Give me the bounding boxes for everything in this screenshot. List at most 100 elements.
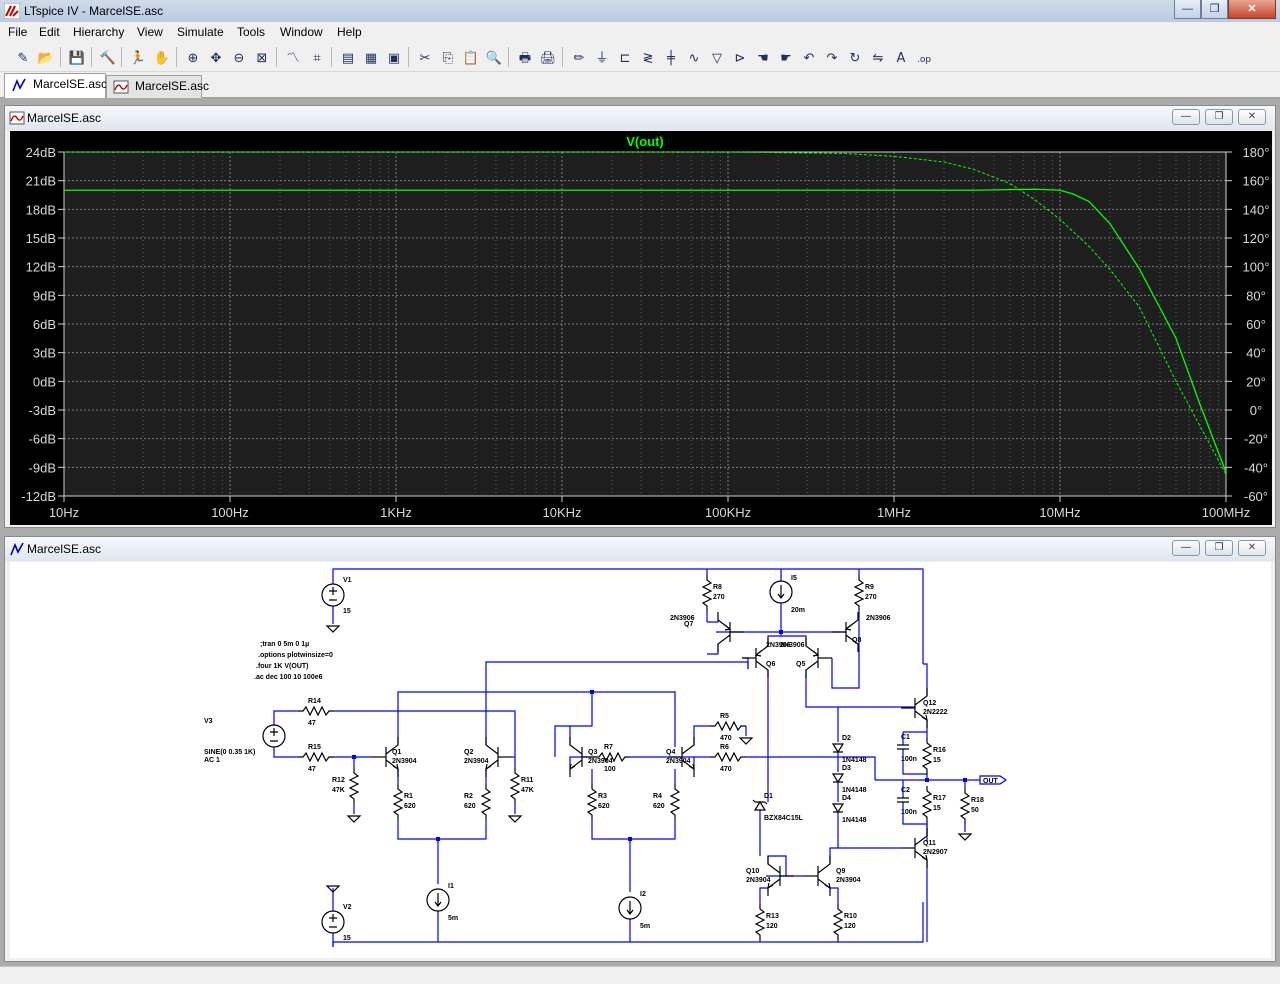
inductor-icon[interactable]: ∿	[684, 47, 704, 67]
spice-directive-icon[interactable]: .op	[914, 47, 934, 67]
diode-d3	[831, 773, 845, 784]
zoom-out-icon[interactable]: ⊖	[229, 47, 249, 67]
rotate-icon[interactable]: ↻	[845, 47, 865, 67]
resistor-r17	[921, 786, 933, 822]
resistor-ref: R2	[464, 793, 473, 800]
redo-icon[interactable]: ↷	[822, 47, 842, 67]
schematic-restore-button[interactable]: ❐	[1205, 540, 1233, 556]
tile-horizontal-icon[interactable]: ▤	[338, 47, 358, 67]
tab-waveform[interactable]: MarcelSE.asc	[106, 75, 209, 98]
source-ref: V2	[343, 904, 352, 911]
halt-icon[interactable]: ✋	[152, 47, 172, 67]
menu-bar: File Edit Hierarchy View Simulate Tools …	[0, 22, 1280, 42]
print-icon[interactable]: 🖨	[538, 47, 558, 67]
tab-schematic[interactable]: MarcelSE.asc	[4, 73, 107, 98]
schematic-minimize-button[interactable]: —	[1172, 540, 1200, 556]
resistor-value: 270	[713, 594, 725, 601]
svg-text:📋: 📋	[463, 50, 479, 66]
undo-icon[interactable]: ↶	[799, 47, 819, 67]
menu-view[interactable]: View	[137, 25, 163, 39]
arrow	[777, 585, 785, 599]
diode-ref: D2	[842, 735, 851, 742]
menu-window[interactable]: Window	[280, 25, 323, 39]
capacitor-icon[interactable]: ╪	[661, 47, 681, 67]
source-value: 15	[343, 935, 351, 942]
y-left-tick-label: 9dB	[33, 288, 56, 303]
run-icon[interactable]: 🏃	[128, 47, 148, 67]
diode-model: BZX84C15L	[764, 815, 804, 822]
menu-hierarchy[interactable]: Hierarchy	[73, 25, 125, 39]
resistor-value: 620	[653, 803, 665, 810]
plot-restore-button[interactable]: ❐	[1205, 109, 1233, 125]
drag-icon[interactable]: ☛	[776, 47, 796, 67]
paste-icon[interactable]: 📋	[461, 47, 481, 67]
schematic-close-button[interactable]: ✕	[1238, 540, 1266, 556]
resistor-icon[interactable]: ≷	[638, 47, 658, 67]
plot-minimize-button[interactable]: —	[1172, 109, 1200, 125]
menu-edit[interactable]: Edit	[39, 25, 60, 39]
y-right-tick-label: 60°	[1246, 317, 1266, 332]
ground-icon[interactable]: ⏚	[592, 47, 612, 67]
svg-text:✂: ✂	[420, 51, 431, 66]
text-icon[interactable]: A	[891, 47, 911, 67]
minimize-button[interactable]: —	[1174, 0, 1201, 19]
resistor-value: 620	[464, 803, 476, 810]
resistor-r6	[710, 751, 746, 763]
wire	[902, 749, 927, 775]
resistor-ref: R6	[720, 744, 729, 751]
resistor-r12	[348, 768, 360, 804]
pan-icon[interactable]: ✥	[206, 47, 226, 67]
y-left-tick-label: 18dB	[26, 202, 56, 217]
menu-help[interactable]: Help	[337, 25, 362, 39]
resistor-value: 47K	[521, 787, 534, 794]
diode-ref: D3	[842, 765, 851, 772]
component-icon[interactable]: ⊳	[730, 47, 750, 67]
svg-text:▦: ▦	[365, 51, 377, 66]
zoom-fit-icon[interactable]: ⊠	[252, 47, 272, 67]
resistor-ref: R9	[865, 584, 874, 591]
resistor-ref: R1	[404, 793, 413, 800]
restore-button[interactable]: ❐	[1201, 0, 1228, 19]
cursor-icon[interactable]: ⌗	[307, 47, 327, 67]
spice-directive: .ac dec 100 10 100e6	[254, 674, 323, 681]
autorange-icon[interactable]: 〽	[283, 47, 303, 67]
find-icon[interactable]: 🔍	[484, 47, 504, 67]
resistor-r18	[959, 788, 971, 824]
y-right-tick-label: 80°	[1246, 288, 1266, 303]
copy-icon[interactable]: ⎘	[438, 47, 458, 67]
cut-icon[interactable]: ✂	[415, 47, 435, 67]
tab-label: MarcelSE.asc	[135, 79, 210, 93]
cascade-icon[interactable]: ▦	[361, 47, 381, 67]
close-button[interactable]: ✕	[1228, 0, 1276, 19]
menu-simulate[interactable]: Simulate	[177, 25, 224, 39]
wire	[273, 747, 298, 758]
wire	[838, 756, 876, 780]
print-setup-icon[interactable]: 🖶	[515, 47, 535, 67]
bode-plot[interactable]: 24dB21dB18dB15dB12dB9dB6dB3dB0dB-3dB-6dB…	[10, 131, 1272, 525]
wire-icon[interactable]: ✏	[569, 47, 589, 67]
out-net-label: OUT	[983, 778, 999, 785]
menu-tools[interactable]: Tools	[237, 25, 266, 39]
menu-file[interactable]: File	[8, 25, 28, 39]
svg-text:↻: ↻	[850, 51, 861, 66]
transistor-ref: Q7	[684, 621, 693, 628]
zoom-in-icon[interactable]: ⊕	[183, 47, 203, 67]
source-ref: V1	[343, 577, 352, 584]
new-schematic-icon[interactable]: ✎	[13, 47, 33, 67]
arrow	[434, 893, 442, 907]
transistor-ref: Q4	[666, 749, 675, 756]
svg-text:⇋: ⇋	[873, 51, 884, 66]
diode-icon[interactable]: ▽	[707, 47, 727, 67]
plot-close-button[interactable]: ✕	[1238, 109, 1266, 125]
mirror-icon[interactable]: ⇋	[868, 47, 888, 67]
control-panel-icon[interactable]: 🔨	[98, 47, 118, 67]
close-window-icon[interactable]: ▣	[384, 47, 404, 67]
spice-directive: ;tran 0 5m 0 1µ	[260, 641, 309, 648]
label-icon[interactable]: ⊏	[615, 47, 635, 67]
open-icon[interactable]: 📂	[36, 47, 56, 67]
save-icon[interactable]: 💾	[67, 47, 87, 67]
move-icon[interactable]: ☚	[753, 47, 773, 67]
